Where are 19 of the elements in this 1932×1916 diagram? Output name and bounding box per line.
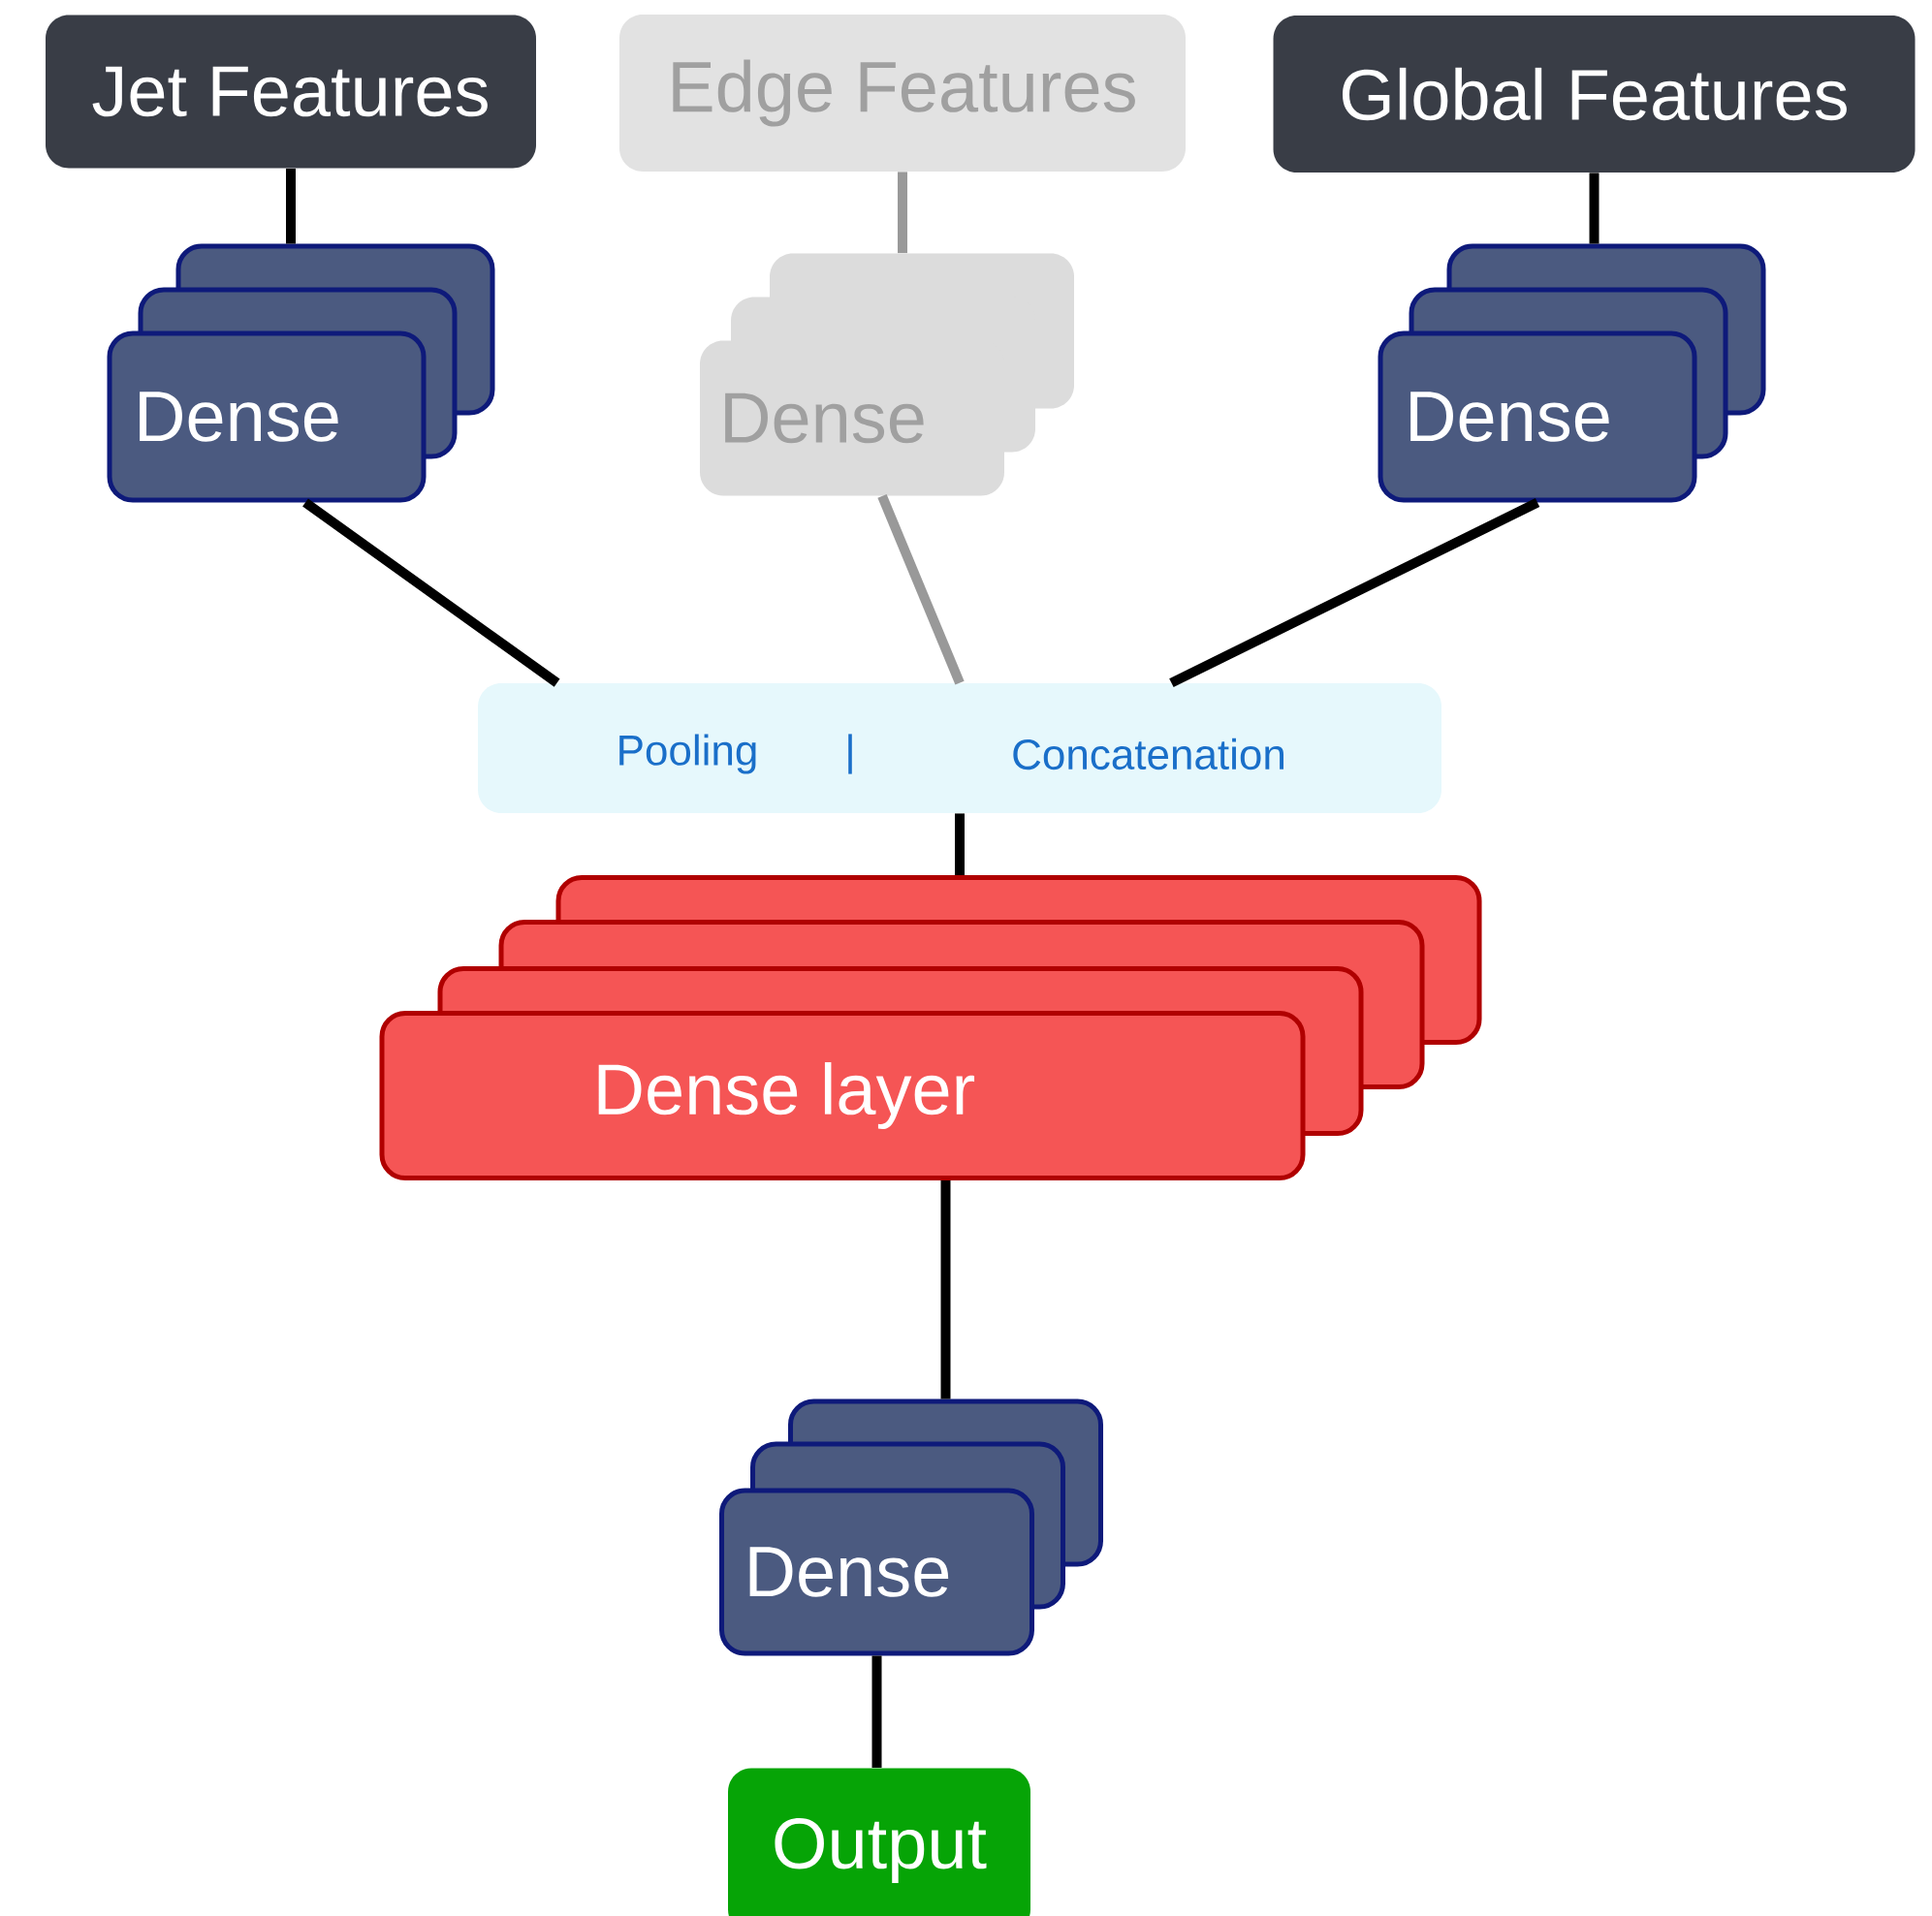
connector-line [286, 168, 296, 244]
feature-box: Jet Features [46, 15, 536, 169]
connector-line [898, 172, 907, 254]
node-label: Dense layer [598, 1062, 975, 1130]
pooling-band: Pooling | Concatenation [478, 683, 1441, 813]
dense-layer-stack: Dense [700, 253, 1074, 496]
dense-layer-stack: Dense [107, 243, 495, 503]
output-box: Output [728, 1768, 1030, 1916]
connector-line [955, 813, 965, 875]
connector-line [877, 494, 965, 685]
connector-line [871, 1655, 882, 1769]
dense-layer-stack: Dense [719, 1398, 1103, 1656]
connector-line [1589, 173, 1599, 244]
connector-line [302, 498, 560, 687]
feature-box: Global Features [1273, 16, 1916, 173]
feature-box: Edge Features [619, 15, 1186, 172]
dense-layer-stack: Dense layer [379, 875, 1482, 1180]
dense-layer-stack: Dense [1378, 243, 1766, 503]
connector-line [940, 1180, 951, 1399]
